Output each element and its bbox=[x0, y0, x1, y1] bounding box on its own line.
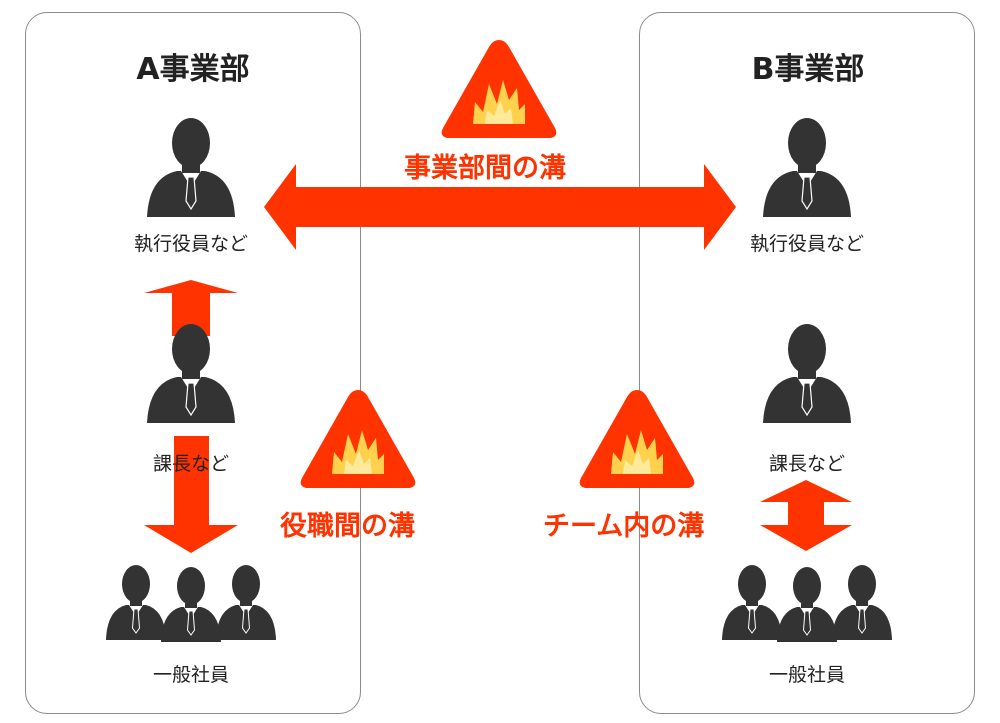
staff-label-a: 一般社員 bbox=[152, 664, 229, 686]
manager-label-a: 課長など bbox=[152, 453, 229, 475]
promotion-up-arrow bbox=[144, 280, 238, 336]
fire-warning-icon-ranks bbox=[300, 390, 416, 488]
staff-group-icon-b bbox=[722, 565, 892, 642]
manager-label-b: 課長など bbox=[768, 453, 845, 475]
fire-warning-icon-team bbox=[579, 390, 695, 488]
department-gap-arrow bbox=[264, 164, 736, 250]
rank-gap-label: 役職間の溝 bbox=[280, 511, 415, 542]
team-double-arrow-icon bbox=[760, 480, 852, 551]
department-gap-label: 事業部間の溝 bbox=[404, 153, 566, 184]
staff-group-icon-a bbox=[106, 565, 276, 642]
manager-person-icon-a bbox=[146, 323, 236, 424]
staff-label-b: 一般社員 bbox=[768, 664, 845, 686]
executive-label-a: 執行役員など bbox=[133, 233, 248, 255]
executive-label-b: 執行役員など bbox=[749, 233, 864, 255]
fire-warning-icon-departments bbox=[441, 40, 557, 138]
department-b-title: B事業部 bbox=[751, 52, 865, 87]
rank-down-arrow bbox=[144, 436, 238, 553]
team-gap-label: チーム内の溝 bbox=[543, 511, 705, 542]
executive-person-icon-a bbox=[146, 117, 236, 218]
manager-person-icon-b bbox=[762, 323, 852, 424]
executive-person-icon-b bbox=[762, 117, 852, 218]
department-a-title: A事業部 bbox=[136, 52, 250, 87]
